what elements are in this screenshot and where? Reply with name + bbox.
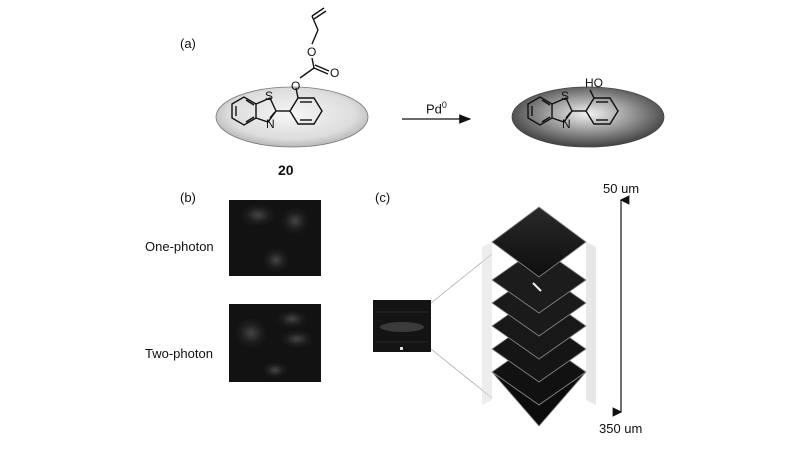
slice-2 <box>491 246 587 314</box>
panel-c-label: (c) <box>375 190 391 205</box>
two-photon-label: Two-photon <box>145 346 213 361</box>
product-sulfur-label: S <box>561 89 570 103</box>
substrate-structure <box>231 7 330 126</box>
projection-line-bottom <box>430 348 493 399</box>
reagent-label: Pd0 <box>426 100 447 117</box>
substrate-oxygen-label-3: O <box>330 66 340 80</box>
depth-bottom-label: 350 um <box>599 421 643 436</box>
slice-1 <box>491 206 587 278</box>
product-hydroxyl-label: HO <box>585 76 603 90</box>
product-nitrogen-label: N <box>562 117 571 131</box>
substrate-nitrogen-label: N <box>266 117 275 131</box>
panel-a-label: (a) <box>180 36 196 51</box>
product-ellipse <box>511 86 665 148</box>
substrate-ellipse <box>215 86 369 148</box>
projection-line-top <box>430 253 493 304</box>
two-photon-image <box>229 304 321 382</box>
slice-stack <box>482 206 596 427</box>
reaction-scheme <box>215 7 665 148</box>
depth-top-label: 50 um <box>603 181 640 196</box>
compound-number: 20 <box>278 162 294 178</box>
panel-b-label: (b) <box>180 190 196 205</box>
substrate-oxygen-label-2: O <box>307 45 317 59</box>
product-structure <box>527 89 619 126</box>
one-photon-label: One-photon <box>145 239 214 254</box>
substrate-oxygen-label-1: O <box>291 79 301 93</box>
one-photon-image <box>229 200 321 276</box>
substrate-sulfur-label: S <box>265 89 274 103</box>
